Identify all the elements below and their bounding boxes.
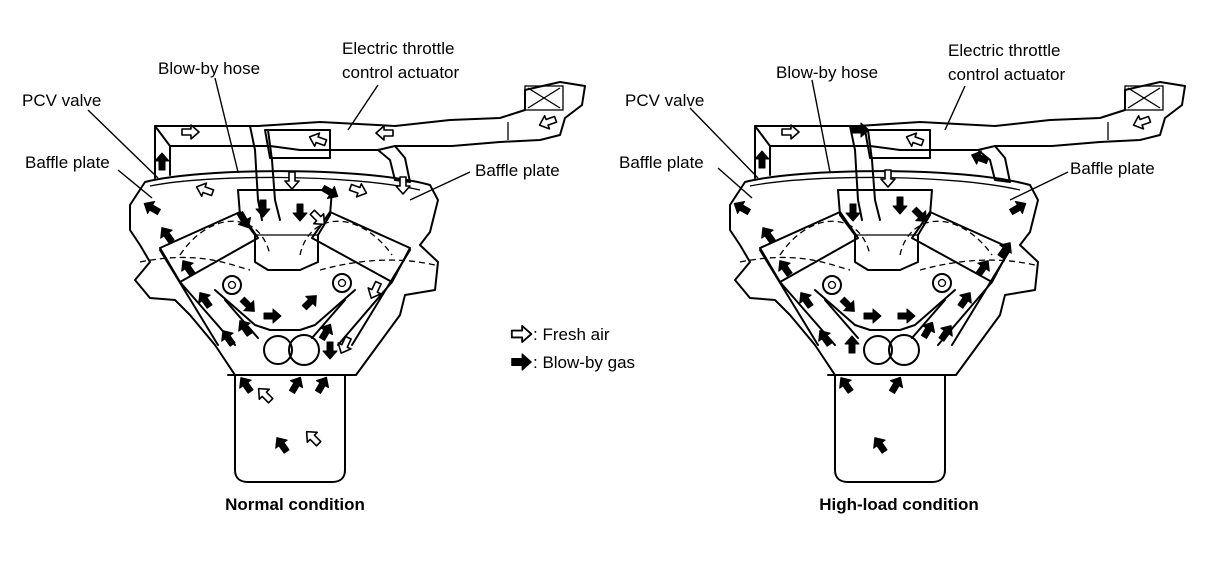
blow-by-gas-arrow [263, 308, 282, 324]
label-baffle-plate-left: Baffle plate [25, 153, 110, 172]
leader-blow-by-hose [811, 79, 831, 173]
blow-by-gas-arrow [892, 196, 908, 215]
leader-blow-by-hose [214, 77, 239, 173]
fresh-air-arrow [347, 179, 370, 201]
blow-by-gas-arrow [917, 318, 940, 341]
blow-by-gas-arrow [845, 203, 861, 222]
panel-normal-condition: PCV valve Blow-by hose Electric throttle… [22, 39, 586, 514]
panel-high-load-condition: PCV valve Blow-by hose Electric throttle… [619, 41, 1186, 514]
label-blow-by-hose: Blow-by hose [776, 63, 878, 82]
label-baffle-plate-right: Baffle plate [1070, 159, 1155, 178]
blow-by-gas-arrow [885, 373, 908, 396]
label-baffle-plate-right: Baffle plate [475, 161, 560, 180]
fresh-air-arrow [375, 125, 394, 141]
fresh-air-arrow [193, 179, 216, 201]
leader-actuator [944, 85, 966, 131]
blow-by-gas-arrow [1007, 196, 1030, 219]
blow-by-gas-arrow [844, 335, 860, 354]
blow-by-gas-arrow [140, 196, 163, 219]
blow-by-gas-arrow [834, 373, 857, 397]
leader-baffle-left [117, 169, 153, 199]
fresh-air-arrow [781, 124, 800, 140]
blow-by-gas-arrow [315, 320, 338, 343]
blow-by-gas-arrow [954, 288, 977, 312]
fresh-air-arrow [880, 169, 896, 188]
legend-fresh-air-icon [510, 325, 533, 343]
caption-high-load-condition: High-load condition [819, 495, 979, 514]
label-actuator-line2: control actuator [342, 63, 460, 82]
label-actuator-line2: control actuator [948, 65, 1066, 84]
blow-by-gas-arrow [176, 256, 199, 280]
blow-by-gas-arrow [298, 290, 322, 314]
label-blow-by-hose: Blow-by hose [158, 59, 260, 78]
fresh-air-arrow [306, 129, 329, 151]
blow-by-gas-arrow [897, 308, 916, 324]
legend: : Fresh air : Blow-by gas [510, 325, 635, 372]
label-actuator-line1: Electric throttle [948, 41, 1060, 60]
leader-baffle-right [1009, 171, 1069, 201]
blow-by-gas-arrow [322, 341, 338, 360]
caption-normal-condition: Normal condition [225, 495, 365, 514]
blow-by-gas-arrow [233, 316, 256, 340]
fresh-air-arrow [1130, 111, 1153, 133]
leader-pcv-valve [87, 109, 159, 179]
fresh-air-arrow [252, 382, 277, 407]
legend-blow-by-gas-label: : Blow-by gas [533, 353, 635, 372]
blow-by-gas-arrow [285, 373, 308, 396]
blow-by-gas-arrow [868, 433, 891, 457]
label-pcv-valve: PCV valve [625, 91, 704, 110]
fresh-air-arrow [284, 171, 300, 190]
label-baffle-plate-left: Baffle plate [619, 153, 704, 172]
legend-blow-by-gas-icon [511, 353, 532, 371]
leader-baffle-left [717, 167, 753, 199]
label-actuator-line1: Electric throttle [342, 39, 454, 58]
blow-by-gas-arrow [154, 152, 170, 171]
fresh-air-arrow [181, 124, 200, 140]
leader-actuator [347, 84, 379, 131]
blow-by-gas-arrow [794, 288, 817, 312]
leader-baffle-right [409, 171, 471, 201]
blow-by-gas-arrow [270, 433, 293, 457]
blow-by-gas-arrow [863, 308, 882, 324]
leader-pcv-valve [689, 107, 759, 179]
label-pcv-valve: PCV valve [22, 91, 101, 110]
blow-by-gas-arrow [193, 288, 216, 312]
fresh-air-arrow [903, 129, 926, 151]
fresh-air-arrow [536, 111, 559, 133]
blow-by-gas-arrow [754, 150, 770, 169]
blow-by-gas-arrow [292, 203, 308, 222]
blow-by-gas-arrow [234, 373, 257, 397]
fresh-air-arrow [300, 425, 325, 450]
blow-by-gas-arrow [311, 373, 334, 396]
legend-fresh-air-label: : Fresh air [533, 325, 610, 344]
